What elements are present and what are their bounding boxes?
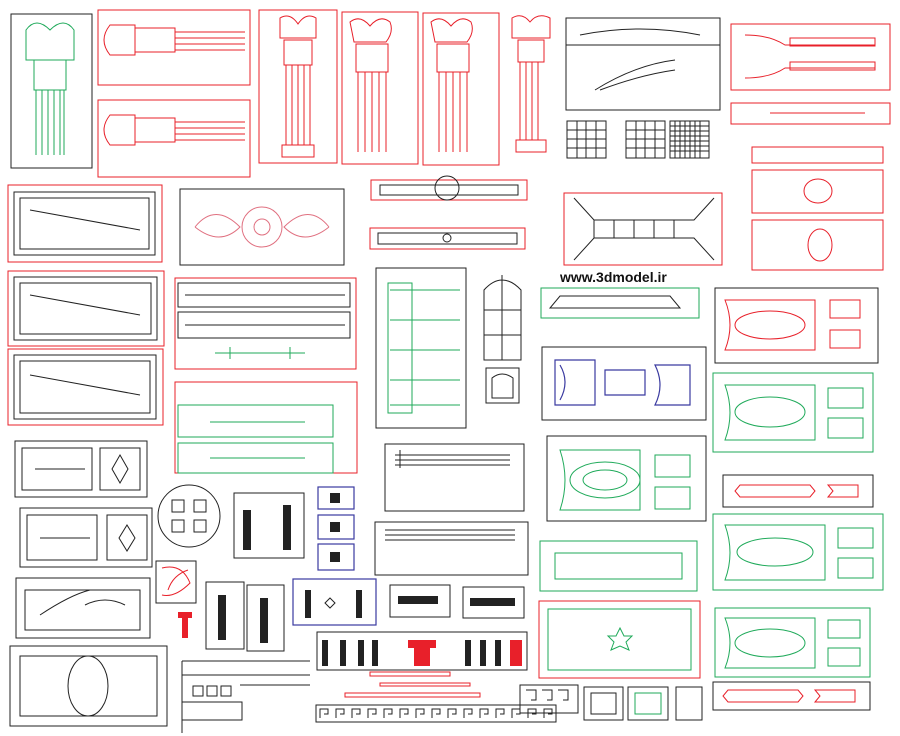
red-arrow-panel-2	[712, 681, 871, 711]
red-panels-right	[751, 146, 884, 271]
green-frame-panel	[539, 540, 698, 592]
red-oval-panel	[714, 287, 879, 364]
red-arrow-panel	[722, 474, 874, 508]
small-red-capital	[178, 612, 192, 638]
red-column-4	[511, 15, 551, 153]
meander-strips	[174, 277, 357, 370]
greek-key-border	[315, 684, 579, 723]
red-knot-tile	[155, 560, 197, 604]
red-capital-horizontal-1	[97, 9, 251, 86]
cabinet-elevation	[181, 660, 310, 733]
blue-soldier-frame	[292, 578, 377, 626]
red-bars	[344, 671, 481, 698]
red-capital-horizontal-2	[97, 99, 251, 178]
pink-flower-panel	[179, 188, 345, 266]
red-column-3	[422, 12, 500, 166]
circular-motif	[157, 484, 221, 548]
persian-relief-panels	[7, 184, 165, 426]
green-oval-panel-1	[712, 372, 874, 453]
frieze-strip	[316, 631, 528, 671]
diamond-panels	[14, 440, 153, 568]
red-strip-panels	[369, 175, 528, 250]
star-panel	[538, 600, 701, 679]
arabesque-panel-2	[15, 577, 151, 639]
lattice-tiles	[566, 120, 710, 159]
watermark-text: www.3dmodel.ir	[559, 269, 667, 285]
green-door-elevation	[375, 267, 467, 429]
arabesque-panel	[565, 17, 721, 111]
green-oval-panel-3	[714, 607, 871, 678]
relief-strips	[389, 584, 525, 619]
soldier-reliefs	[205, 492, 305, 652]
green-oval-panel-2	[712, 513, 884, 591]
ceiling-panel	[563, 192, 723, 266]
green-medallion-panel	[546, 435, 707, 522]
square-tiles	[583, 686, 703, 721]
blue-pattern-panel	[541, 346, 707, 421]
green-baluster-panel	[174, 381, 358, 474]
green-column-block	[10, 13, 93, 169]
red-column-2	[341, 11, 419, 165]
louver-panels	[374, 443, 529, 576]
red-baluster-panel	[730, 23, 891, 125]
blue-tiles	[317, 486, 355, 571]
green-bar-panel	[540, 287, 700, 319]
oval-door-panel	[9, 645, 168, 727]
window-frame	[483, 275, 522, 404]
red-column-1	[258, 9, 338, 164]
